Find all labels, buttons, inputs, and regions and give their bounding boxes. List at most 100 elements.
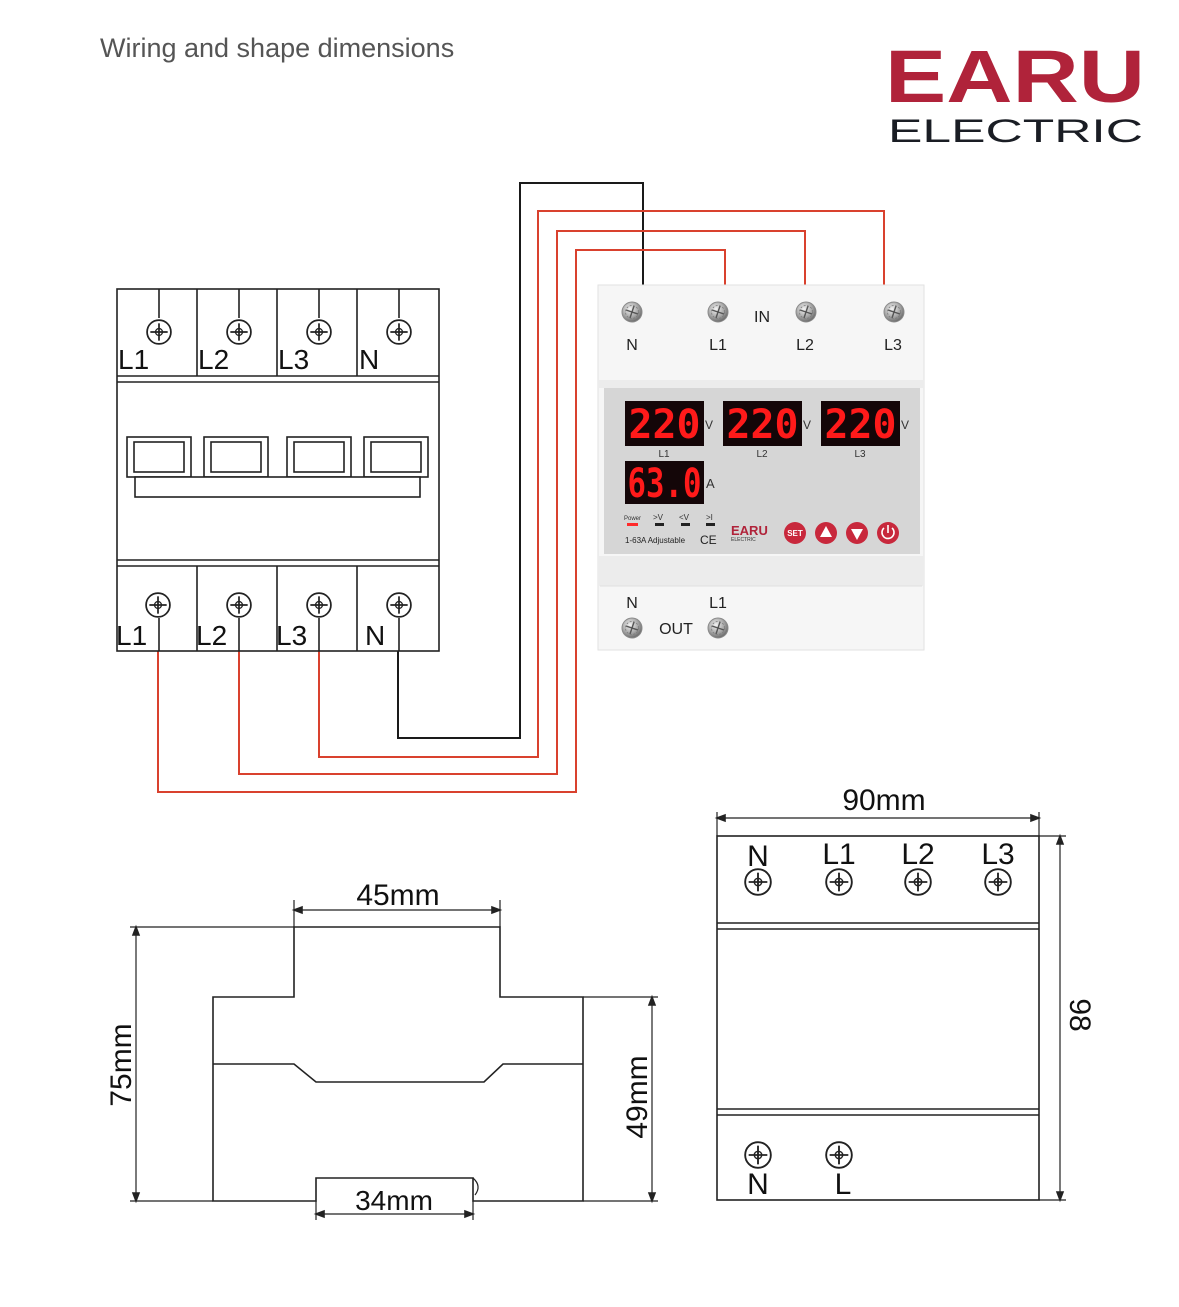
front-view-outline (716, 835, 1040, 1201)
in-label: IN (754, 309, 770, 326)
ce-mark: CE (700, 533, 717, 547)
terminal-label: L1 (709, 595, 727, 612)
up-arrow-icon (820, 526, 832, 537)
phase-label: L1 (658, 449, 670, 460)
set-button-label: SET (787, 529, 803, 538)
terminal-label: L2 (796, 337, 814, 354)
screw-icon (226, 592, 252, 618)
device-bottom-labels: N L1 OUT (626, 595, 727, 638)
terminal-screw-icon (795, 301, 817, 323)
voltage-reading: 220 (825, 402, 897, 448)
dimension-label: 34mm (355, 1185, 433, 1216)
dimension-label: 49mm (621, 1055, 654, 1138)
voltage-display-l2: 220 (723, 401, 802, 448)
brand-logo: EARU ELECTRIC (885, 35, 1145, 149)
terminal-label: N (747, 840, 769, 873)
breaker-label: N (359, 344, 379, 375)
voltage-reading: 220 (727, 402, 799, 448)
power-led (627, 523, 638, 526)
dimension-label: 75mm (105, 1023, 138, 1106)
current-reading: 63.0 (628, 461, 702, 507)
voltage-display-l1: 220 (625, 401, 704, 448)
current-unit: A (706, 476, 715, 491)
panel-brand-sub: ELECTRIC (731, 537, 756, 543)
indicator-led (706, 523, 715, 526)
screw-icon (145, 592, 171, 618)
voltage-display-l3: 220 (821, 401, 900, 448)
indicator-label: <V (679, 513, 690, 522)
power-icon (881, 527, 895, 540)
breaker-bottom-labels: L1 L2 L3 N (116, 620, 385, 651)
breaker-label: L1 (116, 620, 147, 651)
screw-icon (904, 868, 932, 896)
set-button[interactable]: SET (784, 522, 806, 544)
screw-icon (744, 1141, 772, 1169)
front-top-screws (744, 868, 1012, 896)
phase-wire-l1 (157, 249, 726, 793)
dimension-label: 45mm (356, 879, 439, 912)
terminal-label: L3 (884, 337, 902, 354)
screw-icon (306, 319, 332, 345)
indicator-led (655, 523, 664, 526)
up-button[interactable] (815, 522, 837, 544)
breaker-label: L2 (198, 344, 229, 375)
indicator-row: Power >V <V >I 1-63A Adjustable CE EARU … (624, 513, 768, 547)
indicator-label: Power (624, 516, 641, 522)
neutral-wire (397, 182, 644, 739)
screw-icon (386, 319, 412, 345)
screw-icon (226, 319, 252, 345)
terminal-screw-icon (707, 617, 729, 639)
range-text: 1-63A Adjustable (625, 536, 686, 545)
terminal-label: L1 (822, 838, 855, 871)
screw-icon (146, 319, 172, 345)
phase-wire-l3 (318, 210, 885, 758)
unit-label: V (803, 418, 811, 432)
brand-logo-sub: ELECTRIC (888, 113, 1143, 149)
side-view (130, 900, 658, 1220)
terminal-screw-icon (883, 301, 905, 323)
terminal-label: N (626, 337, 638, 354)
breaker-label: N (365, 620, 385, 651)
down-button[interactable] (846, 522, 868, 544)
device-top-labels: N L1 L2 L3 IN (626, 309, 902, 354)
panel-brand: EARU (731, 523, 768, 538)
breaker-label: L3 (278, 344, 309, 375)
voltage-reading: 220 (629, 402, 701, 448)
terminal-screw-icon (621, 617, 643, 639)
voltage-units: V V V (705, 418, 909, 432)
indicator-label: >V (653, 513, 664, 522)
unit-label: V (901, 418, 909, 432)
front-view (714, 812, 1066, 1203)
screw-icon (306, 592, 332, 618)
breaker-label: L1 (118, 344, 149, 375)
terminal-label: L2 (901, 838, 934, 871)
indicator-label: >I (706, 513, 713, 522)
breaker-label: L3 (276, 620, 307, 651)
dimension-label: 90mm (842, 784, 925, 817)
down-arrow-icon (851, 529, 863, 540)
power-button[interactable] (877, 522, 899, 544)
terminal-screw-icon (621, 301, 643, 323)
front-top-labels: N L1 L2 L3 (747, 838, 1015, 873)
phase-label: L2 (756, 449, 768, 460)
terminal-screw-icon (707, 301, 729, 323)
phase-wire-l2 (238, 230, 806, 775)
terminal-label: N (626, 595, 638, 612)
dimension-label: 98 (1063, 998, 1096, 1031)
unit-label: V (705, 418, 713, 432)
terminal-label: L3 (981, 838, 1014, 871)
current-display: 63.0 A (625, 461, 715, 507)
phase-label: L3 (854, 449, 866, 460)
screw-icon (744, 868, 772, 896)
page-title: Wiring and shape dimensions (100, 33, 454, 63)
front-bottom-labels: N L (747, 1168, 851, 1201)
protector-device: N L1 L2 L3 IN 220 220 220 V V V L1 L2 L3 (597, 284, 925, 651)
breaker-label: L2 (196, 620, 227, 651)
wiring (157, 182, 885, 793)
screw-icon (825, 868, 853, 896)
out-label: OUT (659, 621, 693, 638)
circuit-breaker (116, 288, 440, 652)
screw-icon (984, 868, 1012, 896)
terminal-label: L (835, 1168, 852, 1201)
